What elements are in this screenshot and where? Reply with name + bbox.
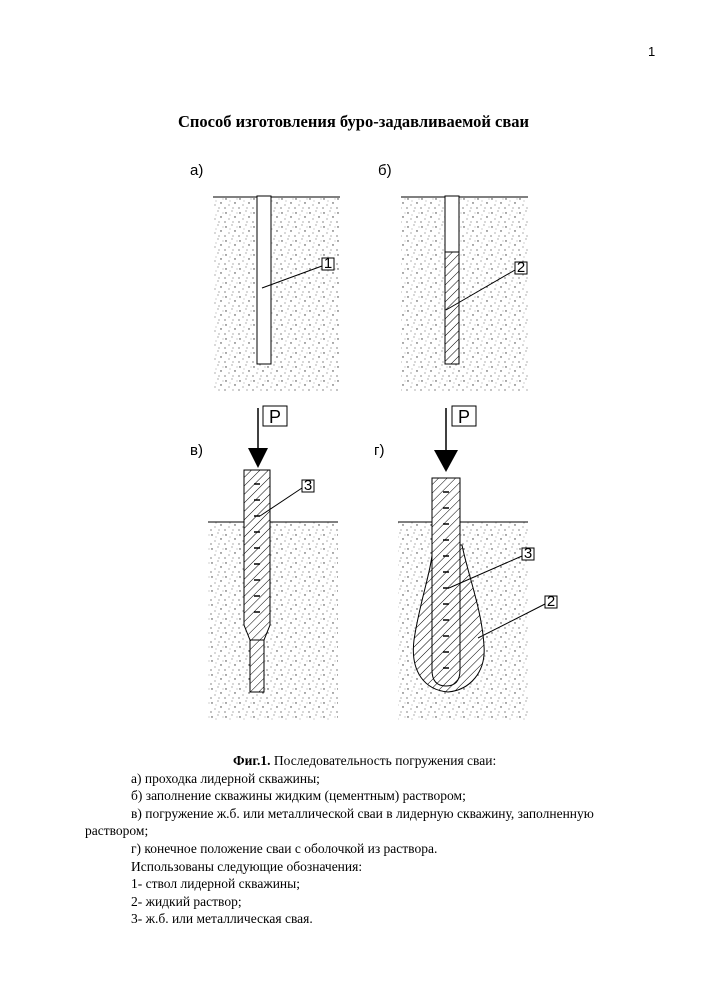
load-label-c: P: [269, 407, 281, 427]
figure-pile-sequence: а) 1 б) 2 в) P: [170, 145, 570, 730]
caption-item-d: г) конечное положение сваи с оболочкой и…: [98, 840, 638, 858]
caption-item-c: в) погружение ж.б. или металлической сва…: [98, 805, 638, 823]
caption-heading: Фиг.1. Последовательность погружения сва…: [98, 752, 638, 770]
callout-3-c: 3: [304, 477, 312, 494]
figure-caption: Фиг.1. Последовательность погружения сва…: [98, 752, 638, 928]
panel-label-a: а): [190, 162, 203, 179]
legend-item-3: 3- ж.б. или металлическая свая.: [98, 910, 638, 928]
callout-2-d: 2: [547, 593, 555, 610]
page-title: Способ изготовления буро-задавливаемой с…: [0, 112, 707, 132]
callout-1: 1: [324, 255, 332, 272]
callout-2: 2: [517, 259, 525, 276]
panel-b: б) 2: [378, 162, 528, 392]
panel-d: г) P 3 2: [374, 406, 557, 720]
panel-label-b: б): [378, 162, 392, 179]
callout-3-d: 3: [524, 545, 532, 562]
panel-label-d: г): [374, 442, 384, 459]
panel-c: в) P 3: [190, 406, 338, 720]
load-label-d: P: [458, 407, 470, 427]
panel-a: а) 1: [190, 162, 340, 392]
panel-label-c: в): [190, 442, 203, 459]
caption-item-a: а) проходка лидерной скважины;: [98, 770, 638, 788]
legend-heading: Использованы следующие обозначения:: [98, 858, 638, 876]
legend-item-1: 1- ствол лидерной скважины;: [98, 875, 638, 893]
caption-item-b: б) заполнение скважины жидким (цементным…: [98, 787, 638, 805]
caption-item-c-continuation: раствором;: [85, 822, 625, 840]
legend-item-2: 2- жидкий раствор;: [98, 893, 638, 911]
page-number: 1: [648, 44, 655, 59]
